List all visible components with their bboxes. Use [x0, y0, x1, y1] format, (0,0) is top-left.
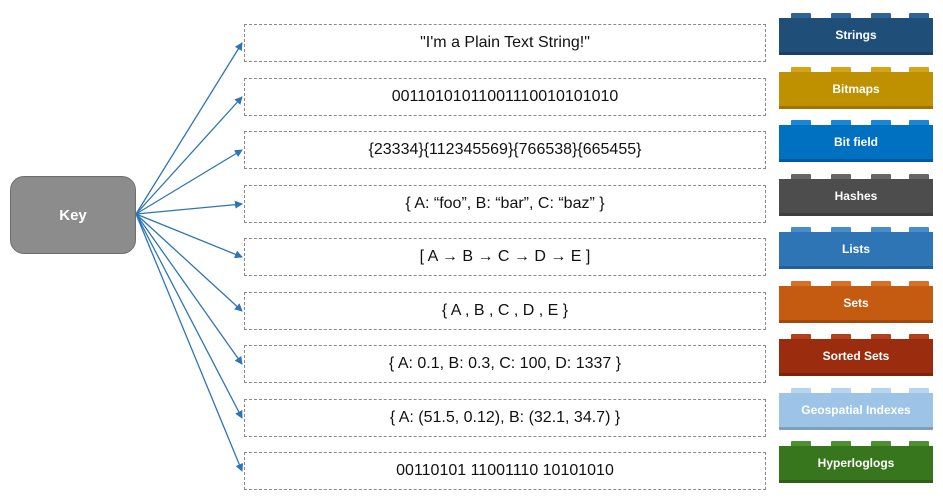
block-stud — [791, 281, 811, 286]
block-stud — [871, 334, 891, 339]
type-block-lists: Lists — [779, 227, 933, 269]
type-label: Hashes — [834, 189, 878, 203]
arrow-sorted-sets — [135, 213, 243, 365]
type-block-sets: Sets — [779, 281, 933, 323]
value-text: 00110101011001110010101010 — [391, 88, 619, 105]
type-label: Hyperloglogs — [817, 456, 895, 470]
type-block-bit-field: Bit field — [779, 120, 933, 162]
arrow-geospatial-indexes — [135, 213, 243, 419]
block-stud — [831, 334, 851, 339]
block-stud — [831, 67, 851, 72]
value-text: { A: 0.1, B: 0.3, C: 100, D: 1337 } — [388, 355, 622, 372]
block-stud — [831, 388, 851, 393]
value-text: "I'm a Plain Text String!" — [420, 34, 590, 51]
type-block-sorted-sets: Sorted Sets — [779, 334, 933, 376]
block-stud — [791, 441, 811, 446]
value-text: {23334}{112345569}{766538}{665455} — [368, 141, 642, 158]
block-stud — [871, 174, 891, 179]
block-stud — [831, 13, 851, 18]
key-node: Key — [10, 176, 136, 254]
type-label: Strings — [835, 28, 877, 42]
block-stud — [871, 441, 891, 446]
block-stud — [909, 174, 929, 179]
arrow-hyperloglogs — [135, 213, 244, 472]
block-stud — [791, 13, 811, 18]
block-stud — [909, 388, 929, 393]
type-label: Sets — [843, 296, 869, 310]
type-block-bitmaps: Bitmaps — [779, 67, 933, 109]
type-label: Sorted Sets — [822, 349, 890, 363]
block-stud — [831, 120, 851, 125]
type-label: Bitmaps — [832, 82, 880, 96]
block-stud — [909, 334, 929, 339]
value-box-bit-field: {23334}{112345569}{766538}{665455} — [244, 131, 766, 169]
arrow-sets — [135, 213, 243, 312]
arrow-bitmaps — [135, 96, 243, 215]
block-stud — [871, 67, 891, 72]
type-block-geospatial-indexes: Geospatial Indexes — [779, 388, 933, 430]
value-box-strings: "I'm a Plain Text String!" — [244, 24, 766, 62]
block-stud — [791, 174, 811, 179]
value-box-geospatial-indexes: { A: (51.5, 0.12), B: (32.1, 34.7) } — [244, 399, 766, 437]
value-box-lists: [ A → B → C → D → E ] — [244, 238, 766, 276]
value-box-bitmaps: 00110101011001110010101010 — [244, 78, 766, 116]
block-stud — [791, 388, 811, 393]
block-stud — [909, 13, 929, 18]
block-stud — [791, 334, 811, 339]
block-stud — [871, 281, 891, 286]
type-block-hashes: Hashes — [779, 174, 933, 216]
value-box-hashes: { A: “foo”, B: “bar”, C: “baz” } — [244, 185, 766, 223]
arrow-lists — [135, 213, 243, 259]
block-stud — [831, 174, 851, 179]
value-text: { A: “foo”, B: “bar”, C: “baz” } — [405, 195, 605, 212]
block-stud — [831, 227, 851, 232]
block-stud — [831, 441, 851, 446]
block-stud — [831, 281, 851, 286]
value-box-hyperloglogs: 00110101 11001110 10101010 — [244, 452, 766, 490]
value-text: 00110101 11001110 10101010 — [396, 462, 614, 479]
type-label: Geospatial Indexes — [801, 403, 911, 417]
value-text: [ A → B → C → D → E ] — [419, 248, 591, 265]
block-stud — [909, 227, 929, 232]
block-stud — [791, 120, 811, 125]
block-stud — [871, 227, 891, 232]
block-stud — [909, 281, 929, 286]
value-box-sorted-sets: { A: 0.1, B: 0.3, C: 100, D: 1337 } — [244, 345, 766, 383]
block-stud — [909, 67, 929, 72]
type-label: Bit field — [834, 135, 878, 149]
type-label: Lists — [841, 242, 870, 256]
block-stud — [909, 120, 929, 125]
block-stud — [871, 13, 891, 18]
arrow-hashes — [135, 200, 243, 215]
arrow-strings — [135, 42, 243, 215]
value-text: { A , B , C , D , E } — [441, 302, 569, 319]
block-stud — [871, 120, 891, 125]
block-stud — [909, 441, 929, 446]
block-stud — [791, 227, 811, 232]
block-stud — [791, 67, 811, 72]
type-block-hyperloglogs: Hyperloglogs — [779, 441, 933, 483]
type-block-strings: Strings — [779, 13, 933, 55]
arrow-bit-field — [135, 149, 243, 215]
block-stud — [871, 388, 891, 393]
value-box-sets: { A , B , C , D , E } — [244, 292, 766, 330]
key-label: Key — [59, 206, 87, 224]
value-text: { A: (51.5, 0.12), B: (32.1, 34.7) } — [389, 409, 621, 426]
